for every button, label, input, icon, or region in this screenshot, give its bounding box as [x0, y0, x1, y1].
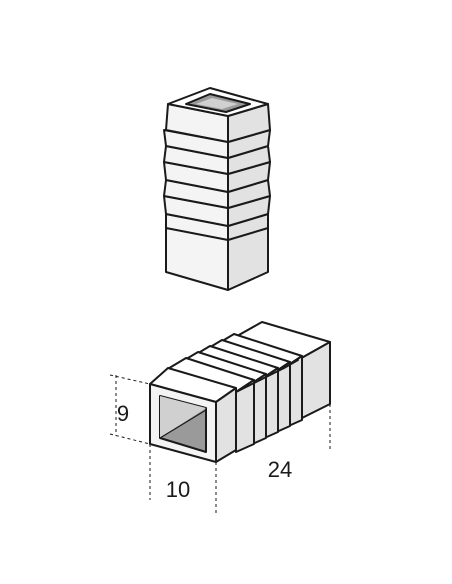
lying-front-collar — [149, 367, 237, 463]
upright-top-collar — [165, 87, 271, 143]
height-extension-bottom — [109, 433, 151, 445]
width-dimension-label: 10 — [166, 477, 190, 502]
lying-ribs — [165, 333, 303, 453]
height-dimension-label: 9 — [117, 401, 129, 426]
lying-connector — [149, 321, 331, 463]
rib-edge-lines — [235, 359, 299, 393]
upright-ribs — [163, 129, 271, 241]
length-dimension-label: 24 — [268, 457, 292, 482]
upright-connector — [163, 87, 271, 291]
dimension-lines — [109, 374, 331, 516]
height-extension-top — [109, 374, 151, 385]
